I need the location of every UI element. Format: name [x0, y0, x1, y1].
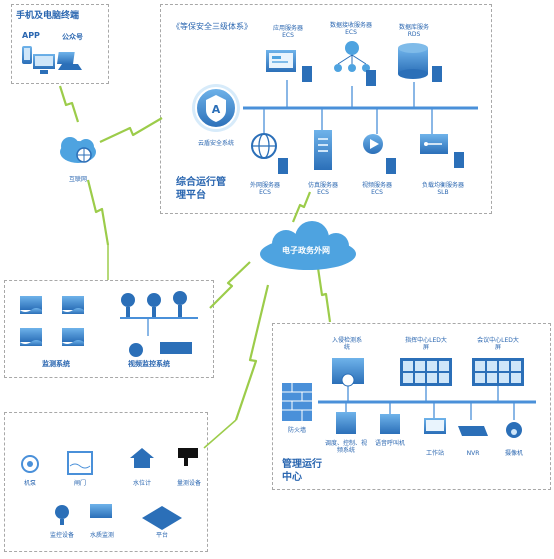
field-label-monitor: 监控设备 — [49, 532, 74, 539]
simulation-server-icon — [314, 130, 332, 170]
svg-text:A: A — [212, 103, 221, 116]
gov-network-label: 电子政务外网 — [282, 246, 330, 255]
field-label-gate: 闸门 — [73, 480, 86, 487]
wireless-links — [58, 85, 332, 421]
ops-center-title: 管理运行中心 — [282, 459, 322, 483]
lightning-link-internet-monitoring — [86, 179, 110, 246]
field-label-pump: 机泵 — [23, 480, 36, 487]
field-label-platform: 平台 — [155, 532, 168, 539]
lightning-link-gov-monitoring — [209, 261, 251, 309]
dispatch-system-icon — [336, 412, 356, 434]
official-account-label: 公众号 — [62, 33, 83, 41]
nvr-label: NVR — [466, 450, 480, 457]
water-level-meter-icon — [130, 448, 154, 468]
lightning-link-internet-platform — [99, 117, 163, 143]
database-icon — [398, 43, 442, 82]
workstation-icon — [424, 418, 446, 434]
server-label-app: 应用服务器ECS — [272, 25, 303, 39]
camera-label: 摄像机 — [504, 450, 523, 457]
firewall-label: 防火墙 — [287, 427, 306, 434]
platform-group — [160, 4, 492, 214]
camera-network-icons — [120, 291, 198, 357]
firewall-icon — [282, 383, 312, 421]
lightning-link-gov-ops — [316, 267, 332, 323]
voice-caller-icon — [380, 414, 400, 434]
voice-caller-label: 语音呼叫机 — [374, 440, 405, 447]
workstation-label: 工作站 — [425, 450, 444, 457]
camera-icon — [506, 422, 522, 438]
internet-label: 互联网 — [68, 176, 87, 183]
external-server-globe-icon — [251, 133, 288, 174]
server-label-slb: 负载均衡服务器SLB — [422, 182, 465, 196]
field-label-level: 水位计 — [132, 480, 151, 487]
lightning-link-gov-field — [234, 284, 270, 421]
monitoring-group — [4, 280, 214, 378]
laptop-icon — [57, 52, 82, 70]
server-label-external: 外网服务器ECS — [249, 182, 280, 196]
desktop-computer-icon — [33, 54, 55, 74]
measuring-device-icon — [178, 448, 198, 466]
lightning-link-gov-platform — [291, 191, 312, 223]
field-group — [4, 412, 208, 552]
ops-center-group — [272, 323, 551, 490]
intrusion-detection-icon — [332, 358, 364, 387]
pump-icon — [21, 455, 39, 473]
mobile-icon — [22, 46, 32, 64]
dispatch-label: 调度、控制、视频系统 — [324, 440, 367, 454]
water-quality-icon — [90, 504, 112, 518]
server-label-data-receive: 数据接收服务器ECS — [330, 22, 373, 36]
command-led-wall-icon — [400, 358, 452, 386]
yundun-label: 云盾安全系统 — [198, 140, 235, 147]
nvr-icon — [458, 426, 488, 436]
platform-device-icon — [142, 506, 182, 530]
terminals-group — [11, 4, 109, 84]
field-label-quality: 水质监测 — [89, 532, 114, 539]
lightning-link-terminal-internet — [58, 85, 80, 123]
server-label-rds: 数据库服务RDS — [398, 24, 429, 38]
video-monitor-label: 视频监控系统 — [128, 360, 170, 368]
system-title: 《等保安全三级体系》 — [172, 22, 252, 31]
load-balancer-icon — [420, 134, 464, 168]
app-label: APP — [22, 31, 40, 40]
meeting-led-label: 会议中心LED大屏 — [477, 337, 519, 351]
platform-name: 综合运行管理平台 — [176, 177, 226, 201]
gov-network-cloud-icon — [260, 221, 356, 270]
internet-cloud-icon — [60, 137, 96, 163]
yundun-shield-icon: A — [192, 84, 240, 132]
video-server-icon — [363, 134, 396, 174]
server-label-video: 视频服务器ECS — [361, 182, 392, 196]
command-led-label: 指挥中心LED大屏 — [405, 337, 447, 351]
app-server-icon — [266, 50, 312, 82]
water-monitor-label: 监测系统 — [42, 360, 70, 368]
gate-icon — [67, 451, 93, 475]
field-label-measure: 量测设备 — [176, 480, 201, 487]
server-label-simulation: 仿真服务器ECS — [307, 182, 338, 196]
water-monitor-icons — [20, 296, 84, 346]
ids-label: 入侵检测系统 — [331, 337, 362, 351]
meeting-led-wall-icon — [472, 358, 524, 386]
terminals-title: 手机及电脑终端 — [16, 11, 80, 21]
data-receive-server-icon — [334, 41, 376, 86]
monitoring-device-icon — [55, 505, 69, 525]
